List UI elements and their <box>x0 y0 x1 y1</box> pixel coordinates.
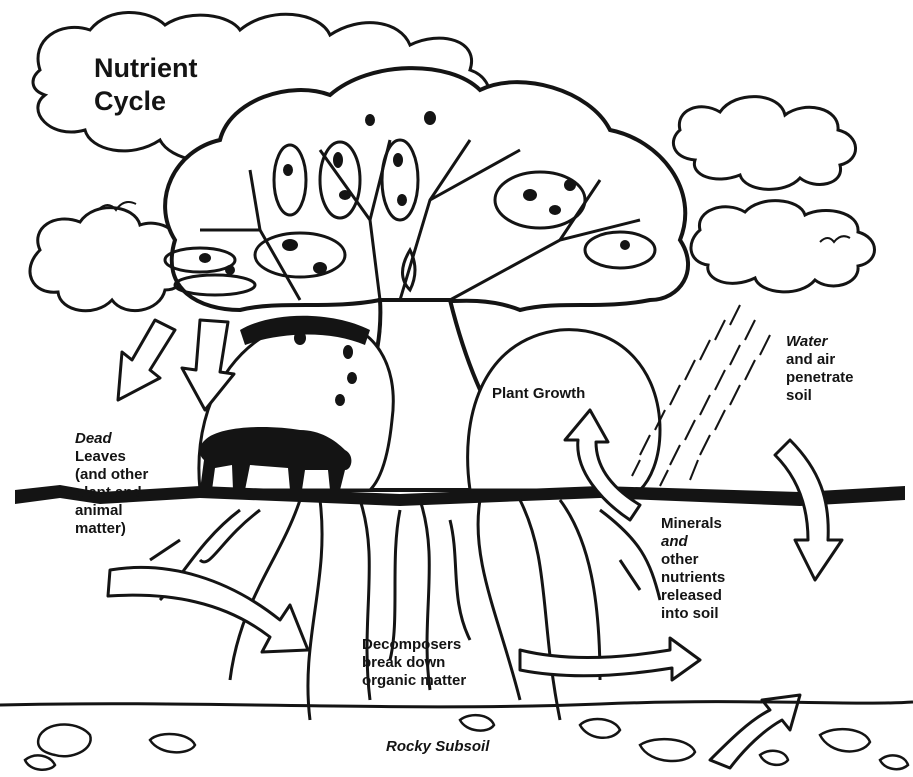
label-water-air: Water and air penetrate soil <box>786 333 854 405</box>
diagram-title: Nutrient Cycle <box>94 52 198 118</box>
label-plant-growth: Plant Growth <box>492 385 585 403</box>
arrow-dead-matter <box>108 567 308 652</box>
right-dome <box>468 330 660 490</box>
label-decomposers: Decomposers break down organic matter <box>362 636 466 690</box>
title-line-1: Nutrient <box>94 52 198 85</box>
label-dead-leaves: Dead Leaves (and other plant and animal … <box>75 430 148 538</box>
right-cloud-lower <box>691 201 875 292</box>
label-minerals: Minerals and other nutrients released in… <box>661 515 725 623</box>
label-rocky-subsoil: Rocky Subsoil <box>386 738 489 756</box>
right-cloud-upper <box>673 97 855 190</box>
arrow-water-soil <box>775 440 842 580</box>
title-line-2: Cycle <box>94 85 198 118</box>
arrow-minerals <box>520 638 700 680</box>
arrow-leaf-fall-left <box>118 320 175 400</box>
